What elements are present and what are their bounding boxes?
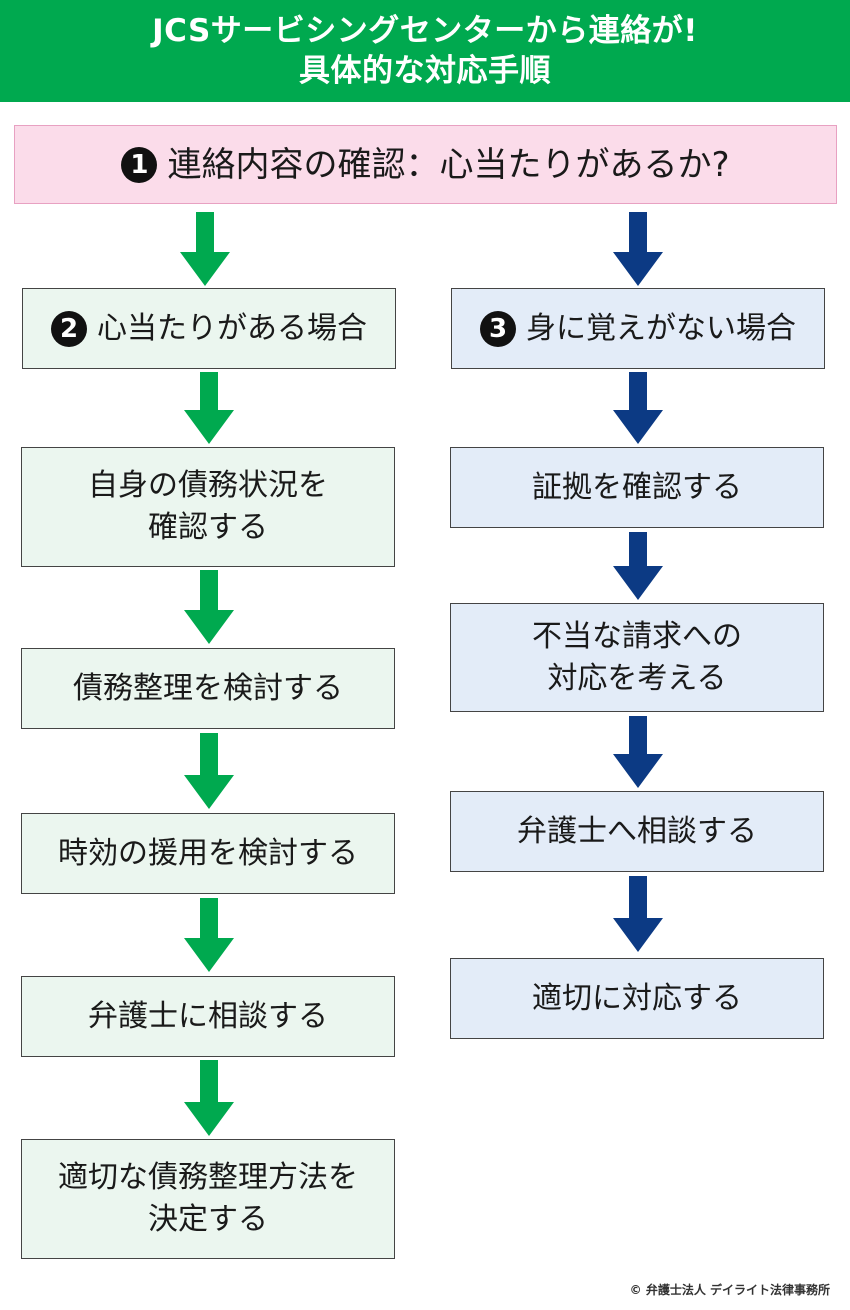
blue-down-arrow xyxy=(613,372,663,444)
case-label: 心当たりがある場合 xyxy=(97,310,367,346)
case-has-knowledge-title: 2 心当たりがある場合 xyxy=(22,288,396,369)
copyright-notice: © 弁護士法人 デイライト法律事務所 xyxy=(629,1283,830,1297)
blue-down-arrow xyxy=(613,716,663,788)
left-step-2: 債務整理を検討する xyxy=(21,648,395,729)
green-down-arrow xyxy=(184,1060,234,1136)
right-step-1: 証拠を確認する xyxy=(450,447,824,528)
right-step-3: 弁護士へ相談する xyxy=(450,791,824,872)
case-no-knowledge-title: 3 身に覚えがない場合 xyxy=(451,288,825,369)
step-number-badge: 3 xyxy=(480,310,516,347)
blue-down-arrow xyxy=(613,212,663,286)
right-step-4: 適切に対応する xyxy=(450,958,824,1039)
right-step-2: 不当な請求への 対応を考える xyxy=(450,603,824,712)
left-step-3: 時効の援用を検討する xyxy=(21,813,395,894)
blue-down-arrow xyxy=(613,876,663,952)
green-down-arrow xyxy=(184,898,234,972)
left-step-5: 適切な債務整理方法を 決定する xyxy=(21,1139,395,1259)
header-title-line1: JCSサービシングセンターから連絡が! xyxy=(152,13,698,49)
step-confirm-contact: 1 連絡内容の確認：心当たりがあるか? xyxy=(14,125,837,204)
header-title-line2: 具体的な対応手順 xyxy=(299,53,551,89)
step-label: 連絡内容の確認：心当たりがあるか? xyxy=(167,144,730,185)
green-down-arrow xyxy=(180,212,230,286)
left-step-4: 弁護士に相談する xyxy=(21,976,395,1057)
step-number-badge: 1 xyxy=(121,146,158,183)
green-down-arrow xyxy=(184,570,234,644)
case-label: 身に覚えがない場合 xyxy=(526,310,796,346)
header-banner: JCSサービシングセンターから連絡が! 具体的な対応手順 xyxy=(0,0,850,102)
left-step-1: 自身の債務状況を 確認する xyxy=(21,447,395,567)
green-down-arrow xyxy=(184,733,234,809)
blue-down-arrow xyxy=(613,532,663,600)
step-number-badge: 2 xyxy=(51,310,87,347)
green-down-arrow xyxy=(184,372,234,444)
